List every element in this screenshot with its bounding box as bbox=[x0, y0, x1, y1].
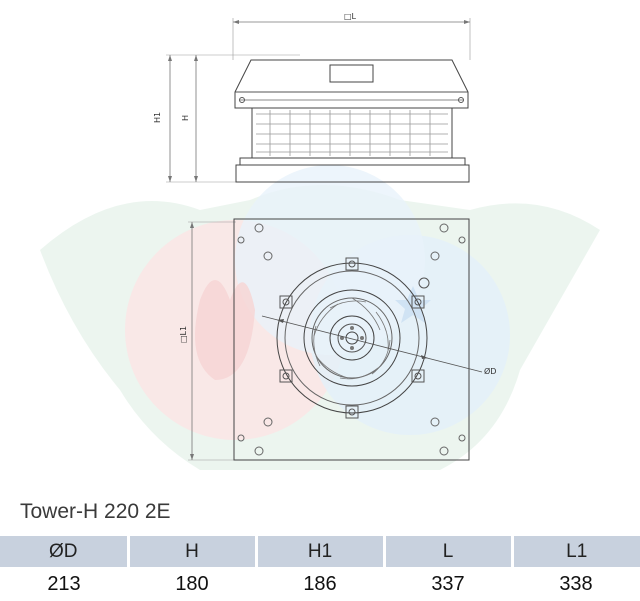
technical-drawing: □L H1 H bbox=[40, 12, 600, 470]
cell-diameter: 213 bbox=[47, 572, 81, 595]
column-header-l1: L1 bbox=[510, 536, 640, 567]
watermark-logo bbox=[40, 165, 600, 470]
specifications-table: ØD H H1 L L1 213 180 186 337 338 bbox=[0, 536, 640, 601]
side-view bbox=[166, 18, 471, 183]
cell-l: 337 bbox=[431, 572, 465, 595]
column-header-h1: H1 bbox=[254, 536, 384, 567]
column-header-diameter: ØD bbox=[0, 536, 128, 567]
table-row: 213 180 186 337 338 bbox=[0, 567, 640, 601]
dimension-label-diameter: ØD bbox=[484, 366, 496, 376]
dimension-label-l1: □L1 bbox=[179, 326, 188, 343]
dimension-label-h: H bbox=[181, 115, 190, 121]
table-header-row: ØD H H1 L L1 bbox=[0, 536, 640, 567]
product-title: Tower-H 220 2E bbox=[20, 500, 171, 523]
dimension-label-l: □L bbox=[344, 12, 357, 21]
column-header-h: H bbox=[126, 536, 256, 567]
column-header-l: L bbox=[382, 536, 512, 567]
cell-h: 180 bbox=[175, 572, 209, 595]
dimension-label-h1: H1 bbox=[153, 112, 162, 123]
cell-l1: 338 bbox=[559, 572, 593, 595]
plan-view bbox=[188, 218, 483, 461]
cell-h1: 186 bbox=[303, 572, 337, 595]
